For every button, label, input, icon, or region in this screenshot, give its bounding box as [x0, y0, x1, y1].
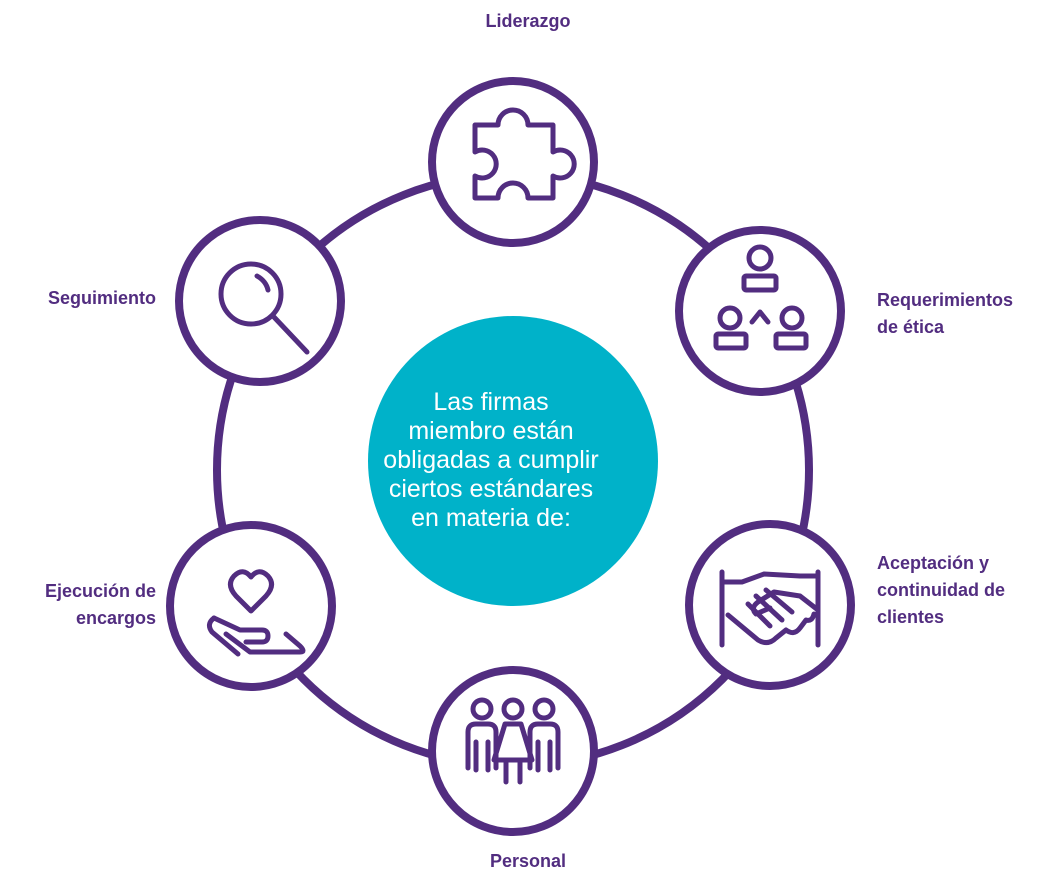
label-line: Requerimientos: [877, 290, 1014, 310]
center-line: Las firmas: [433, 387, 549, 416]
hierarchy-people-icon: [713, 244, 809, 351]
label-line: Liderazgo: [485, 11, 571, 31]
node-circle-liderazgo: [428, 77, 598, 247]
heart-in-hand-icon: [206, 569, 306, 657]
node-circle-aceptacion: [685, 520, 855, 690]
label-requerimientos-etica: Requerimientos de ética: [877, 287, 1013, 341]
label-ejecucion-encargos: Ejecución de encargos: [45, 578, 156, 632]
center-line: en materia de:: [411, 503, 571, 532]
label-line: Ejecución de: [44, 581, 156, 601]
label-line: continuidad de: [877, 580, 1005, 600]
node-circle-personal: [428, 666, 598, 836]
puzzle-piece-icon: [472, 107, 577, 201]
label-aceptacion-clientes: Aceptación y continuidad de clientes: [877, 550, 1005, 631]
center-line: miembro están: [408, 416, 574, 445]
label-liderazgo: Liderazgo: [408, 8, 648, 35]
node-circle-seguimiento: [175, 216, 345, 386]
label-seguimiento: Seguimiento: [48, 285, 156, 312]
handshake-icon: [719, 569, 821, 648]
center-line: obligadas a cumplir: [383, 445, 599, 474]
center-circle: [368, 316, 658, 606]
center-statement: Las firmas miembro están obligadas a cum…: [371, 310, 611, 610]
node-circle-ejecucion: [166, 521, 336, 691]
label-line: clientes: [877, 607, 945, 627]
label-line: Aceptación y: [877, 553, 990, 573]
label-personal: Personal: [408, 848, 648, 875]
center-line: ciertos estándares: [388, 474, 594, 503]
group-people-icon: [465, 697, 561, 785]
magnifier-icon: [218, 261, 310, 355]
label-line: encargos: [75, 608, 156, 628]
label-line: Seguimiento: [47, 288, 156, 308]
label-line: de ética: [877, 317, 945, 337]
label-line: Personal: [489, 851, 567, 871]
